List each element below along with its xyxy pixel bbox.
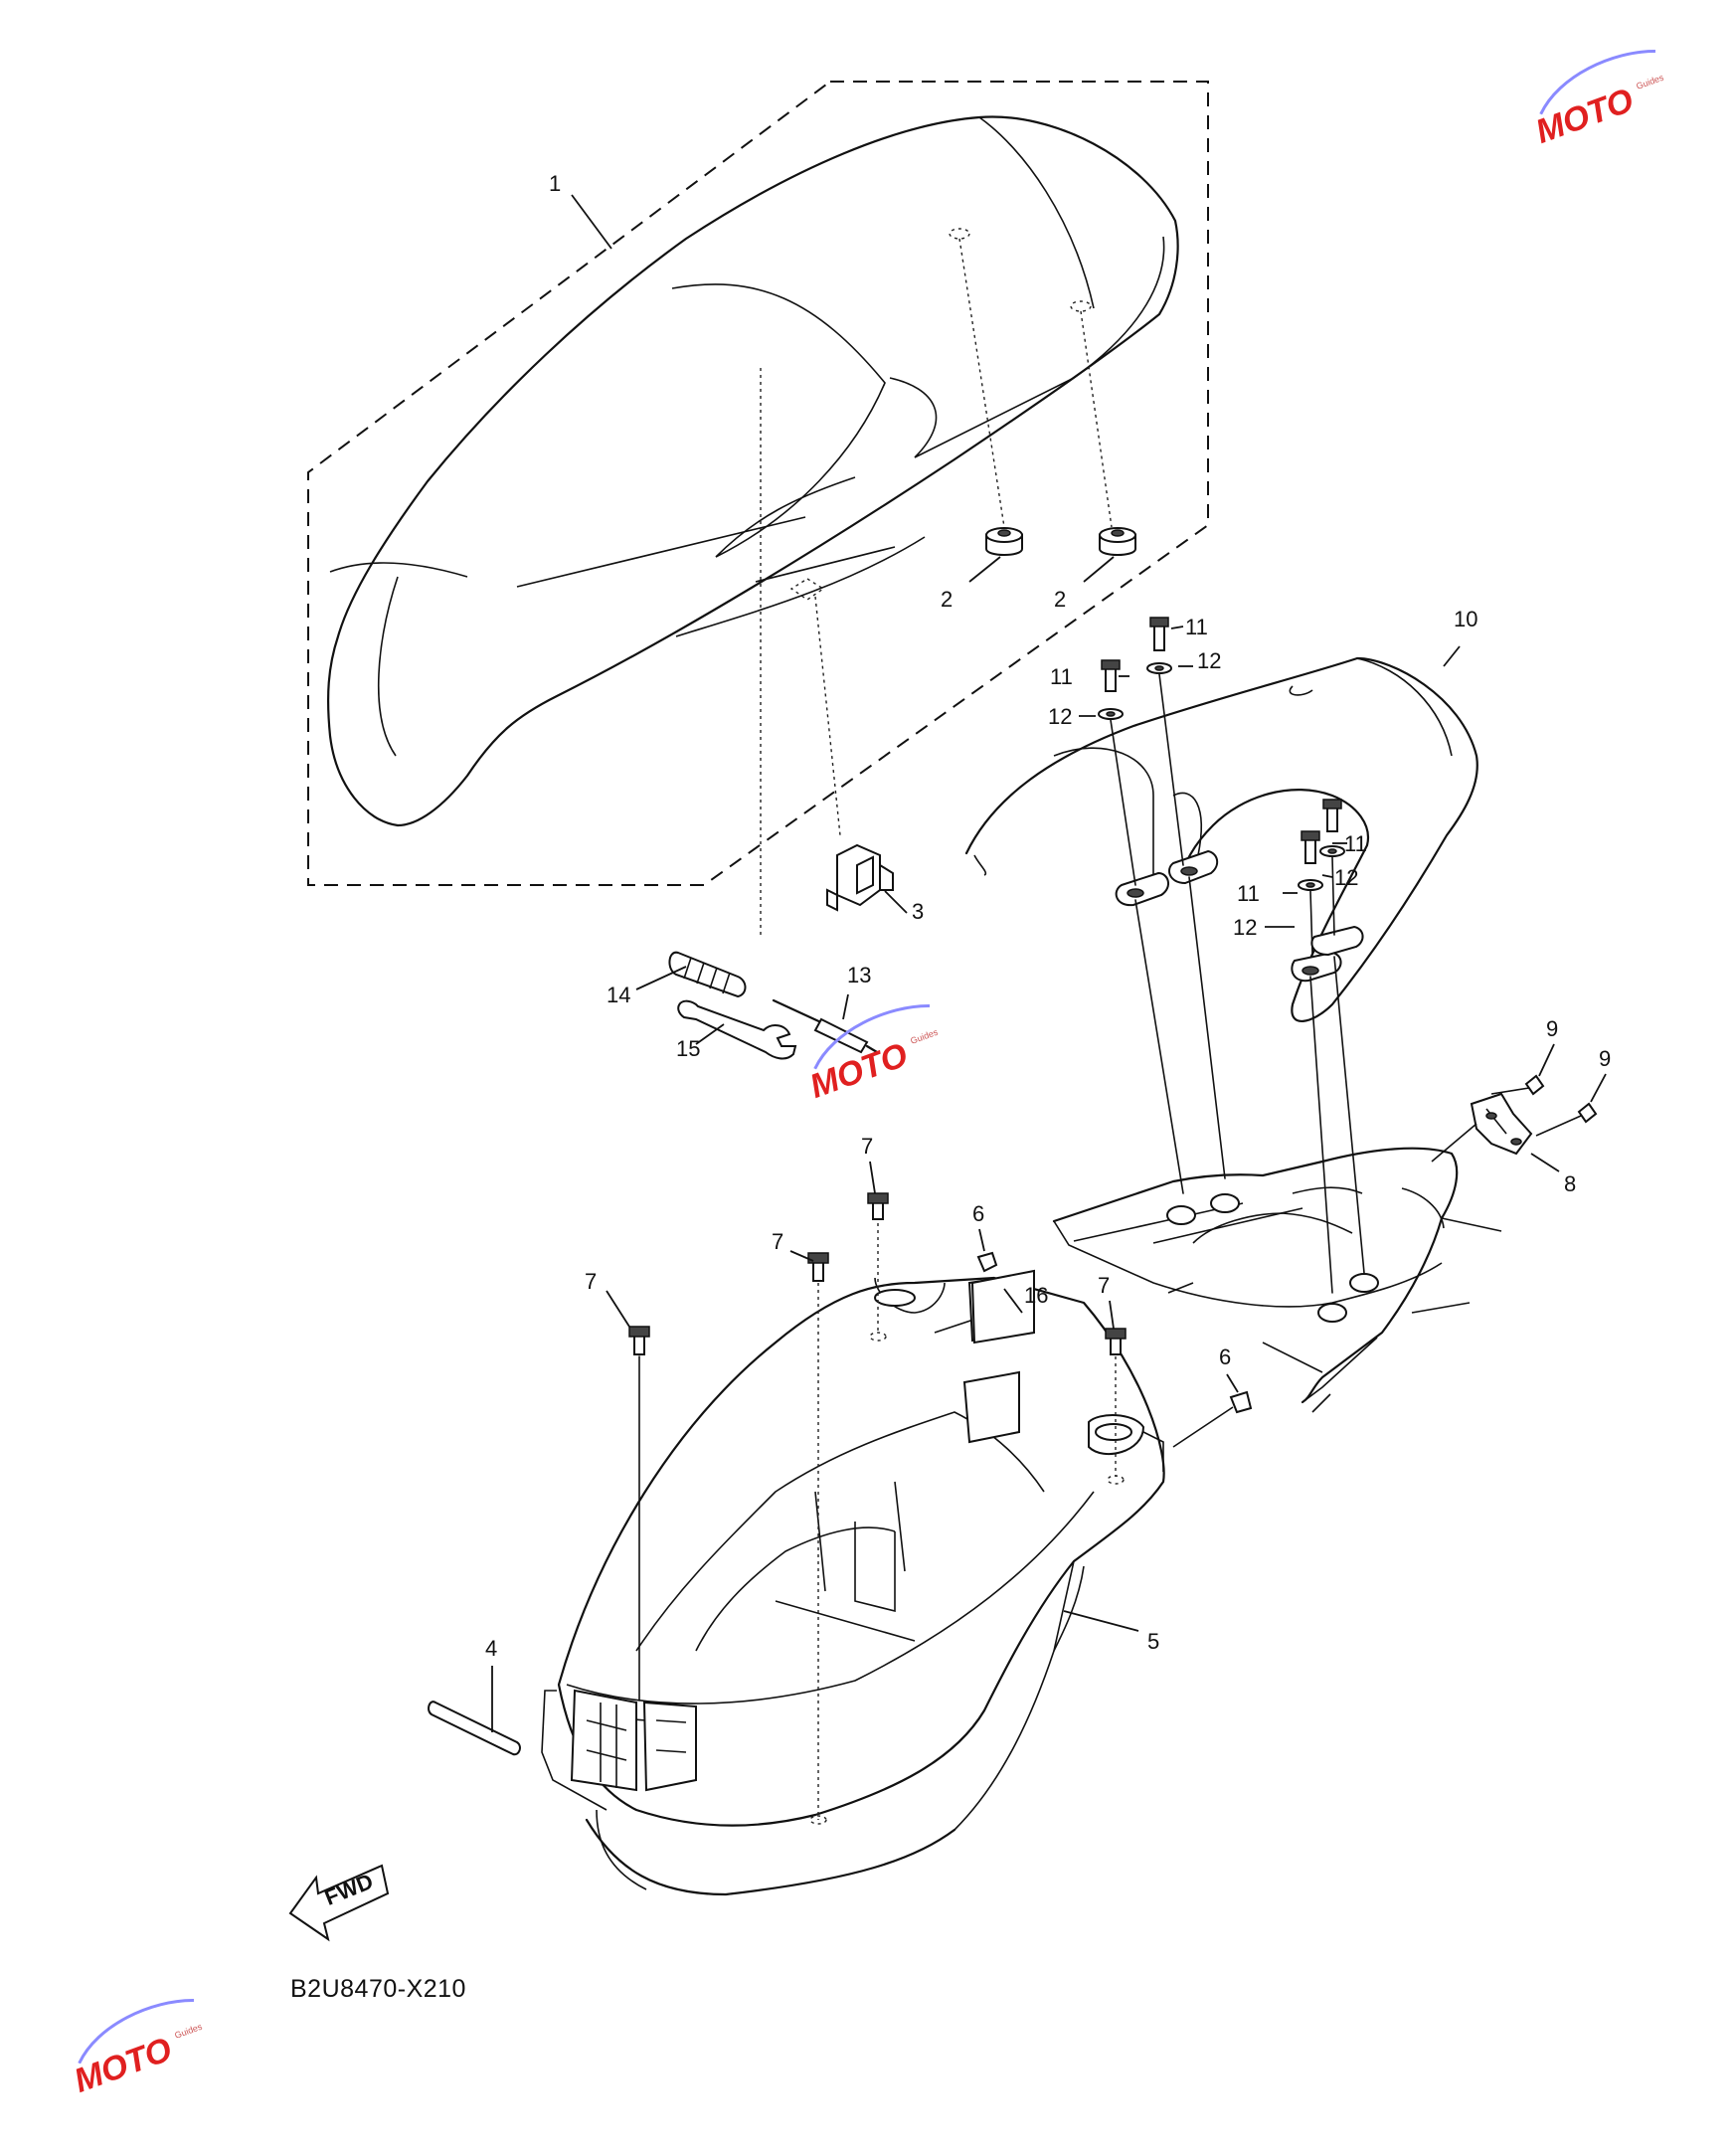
callout-9: 9 bbox=[1599, 1046, 1611, 1071]
tool-wrench bbox=[677, 999, 797, 1060]
watermark-logo: MOTO Guides bbox=[805, 1004, 940, 1106]
rear-frame-bracket bbox=[1052, 1147, 1502, 1413]
callout-5: 5 bbox=[1147, 1629, 1159, 1654]
seat-damper-rubber bbox=[985, 527, 1136, 556]
callout-11: 11 bbox=[1237, 881, 1260, 906]
seat-latch bbox=[1431, 1074, 1598, 1163]
watermark-subtext: Guides bbox=[173, 2022, 204, 2041]
callout-6: 6 bbox=[1219, 1345, 1231, 1369]
watermark-logo: MOTO Guides bbox=[1531, 50, 1665, 151]
callout-8: 8 bbox=[1564, 1171, 1576, 1196]
storage-box bbox=[541, 1271, 1165, 1896]
hinge-pin bbox=[428, 1701, 521, 1756]
callout-2: 2 bbox=[941, 587, 953, 612]
fasteners bbox=[628, 1192, 1253, 1825]
watermark-text: MOTO bbox=[70, 2031, 177, 2100]
callout-7: 7 bbox=[585, 1269, 597, 1294]
callout-11: 11 bbox=[1050, 664, 1073, 689]
seat-dotted-guides bbox=[760, 228, 1113, 935]
watermark-logo: MOTO Guides bbox=[70, 1999, 204, 2100]
assembly-guide-lines bbox=[1110, 673, 1365, 1294]
callout-16: 16 bbox=[1024, 1283, 1048, 1308]
watermark-subtext: Guides bbox=[1635, 73, 1665, 91]
callout-12: 12 bbox=[1334, 865, 1358, 890]
grab-bar bbox=[964, 656, 1478, 1022]
callout-4: 4 bbox=[485, 1636, 497, 1661]
tool-screwdriver bbox=[772, 998, 879, 1054]
callout-12: 12 bbox=[1197, 648, 1221, 673]
callout-11: 11 bbox=[1185, 615, 1208, 639]
callout-3: 3 bbox=[912, 899, 924, 924]
callout-numbers: 1 2 2 3 4 5 6 6 7 7 7 7 8 9 9 10 11 11 1… bbox=[485, 171, 1611, 1661]
callout-7: 7 bbox=[1098, 1273, 1110, 1298]
callout-leaders bbox=[491, 194, 1607, 1732]
tool-grip-sleeve bbox=[668, 951, 747, 998]
watermark-subtext: Guides bbox=[909, 1027, 940, 1046]
seat bbox=[327, 115, 1179, 827]
callout-14: 14 bbox=[607, 983, 630, 1007]
watermark-text: MOTO bbox=[1531, 82, 1639, 151]
callout-12: 12 bbox=[1233, 915, 1257, 940]
callout-7: 7 bbox=[861, 1134, 873, 1159]
caution-label bbox=[970, 1269, 1035, 1345]
callout-2: 2 bbox=[1054, 587, 1066, 612]
bolt-washer-set bbox=[1098, 617, 1345, 891]
seat-assembly-box bbox=[307, 81, 1209, 886]
callout-9: 9 bbox=[1546, 1016, 1558, 1041]
callout-13: 13 bbox=[847, 963, 871, 987]
seat-lock-bracket bbox=[826, 843, 894, 912]
callout-11: 11 bbox=[1344, 831, 1367, 856]
callout-1: 1 bbox=[549, 171, 561, 196]
fwd-arrow-icon: FWD bbox=[288, 1864, 390, 1942]
callout-12: 12 bbox=[1048, 704, 1072, 729]
callout-10: 10 bbox=[1454, 607, 1477, 631]
callout-15: 15 bbox=[676, 1036, 700, 1061]
callout-6: 6 bbox=[972, 1201, 984, 1226]
diagram-code: B2U8470-X210 bbox=[290, 1975, 466, 2003]
callout-7: 7 bbox=[772, 1229, 783, 1254]
